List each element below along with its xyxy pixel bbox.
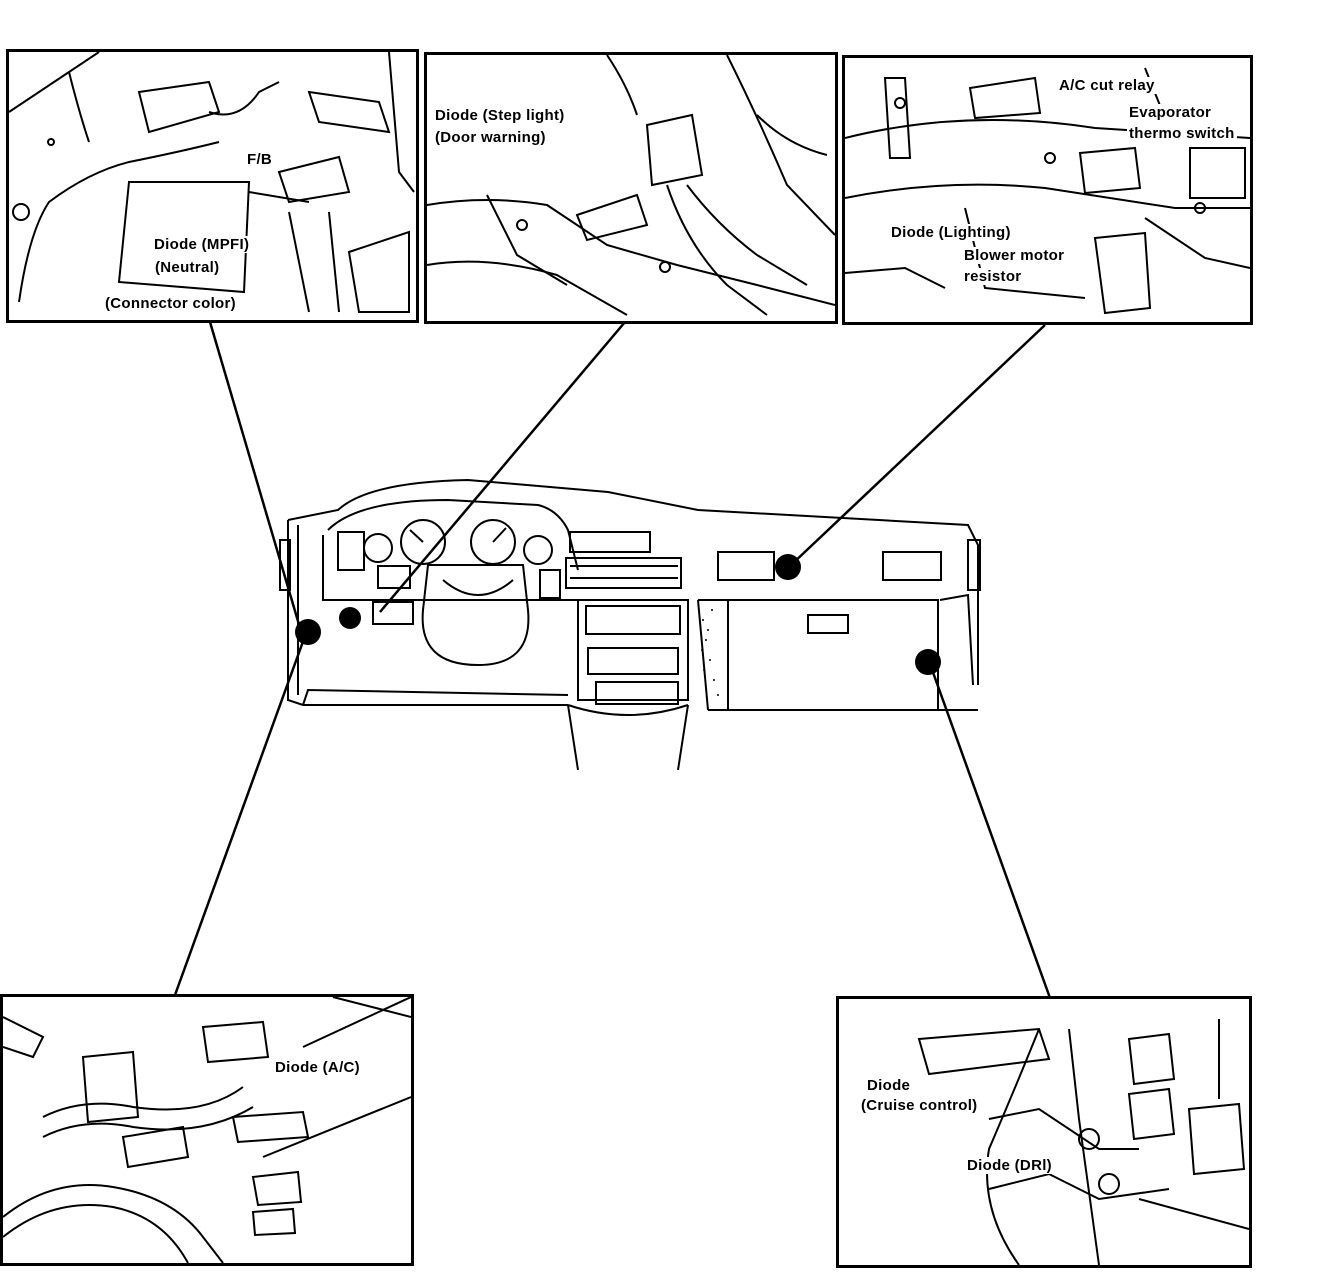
detail-panel-top-center: Diode (Step light) (Door warning) <box>424 52 838 324</box>
label-connector-color: (Connector color) <box>103 295 238 312</box>
detail-panel-bottom-left: Diode (A/C) <box>0 994 414 1266</box>
panel-illustration-top-center <box>427 55 835 316</box>
leader-line-top-right <box>789 324 1046 567</box>
label-blower-motor: Blower motor <box>962 247 1067 264</box>
location-marker-glove-box <box>915 649 941 675</box>
label-diode-mpfi: Diode (MPFI) <box>152 236 252 253</box>
panel-illustration-top-left <box>9 52 415 313</box>
leader-line-bottom-left <box>173 635 307 996</box>
label-cruise-control: (Cruise control) <box>859 1097 980 1114</box>
detail-panel-bottom-right: Diode (Cruise control) Diode (DRl) <box>836 996 1252 1268</box>
location-marker-right-dash <box>775 554 801 580</box>
label-thermo-switch: thermo switch <box>1127 125 1237 142</box>
dashboard-illustration <box>279 478 981 771</box>
label-diode-drl: Diode (DRl) <box>965 1157 1054 1174</box>
label-ac-cut-relay: A/C cut relay <box>1057 77 1157 94</box>
panel-illustration-bottom-left <box>3 997 411 1263</box>
label-diode-step-light: Diode (Step light) <box>433 107 567 124</box>
detail-panel-top-right: A/C cut relay Evaporator thermo switch D… <box>842 55 1253 325</box>
location-marker-left <box>339 607 361 629</box>
label-diode-lighting: Diode (Lighting) <box>889 224 1013 241</box>
label-diode-ac: Diode (A/C) <box>273 1059 362 1076</box>
leader-line-top-left <box>208 321 302 629</box>
panel-illustration-bottom-right <box>917 1019 1249 1265</box>
leader-line-bottom-right <box>928 663 1052 999</box>
label-resistor: resistor <box>962 268 1024 285</box>
detail-panel-top-left: F/B Diode (MPFI) (Neutral) (Connector co… <box>6 49 419 323</box>
label-fb: F/B <box>245 151 275 168</box>
label-neutral: (Neutral) <box>153 259 222 276</box>
label-door-warning: (Door warning) <box>433 129 548 146</box>
panel-illustration-top-right <box>845 67 1250 315</box>
location-marker-lower-left <box>295 619 321 645</box>
label-diode: Diode <box>865 1077 913 1094</box>
label-evaporator: Evaporator <box>1127 104 1214 121</box>
